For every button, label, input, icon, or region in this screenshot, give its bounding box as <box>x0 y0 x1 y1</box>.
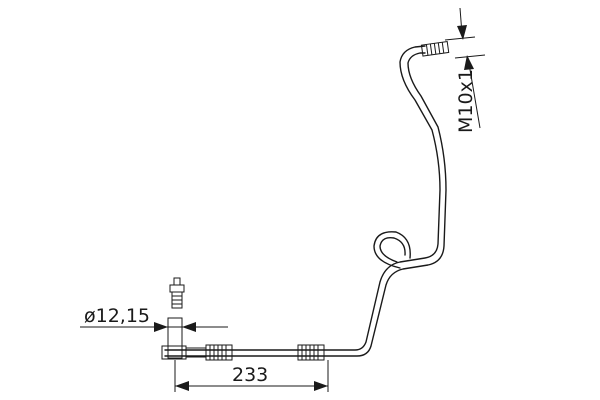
middle-fitting <box>297 344 325 361</box>
diameter-dimension: ø12,15 <box>80 305 228 338</box>
left-fitting <box>161 344 233 361</box>
top-fitting <box>420 40 450 57</box>
diameter-label: ø12,15 <box>84 305 150 327</box>
thread-label: M10x1 <box>455 69 477 133</box>
length-label: 233 <box>232 364 268 386</box>
hose-body <box>164 45 447 357</box>
thread-dimension: M10x1 <box>444 7 486 133</box>
length-dimension: 233 <box>174 360 329 392</box>
